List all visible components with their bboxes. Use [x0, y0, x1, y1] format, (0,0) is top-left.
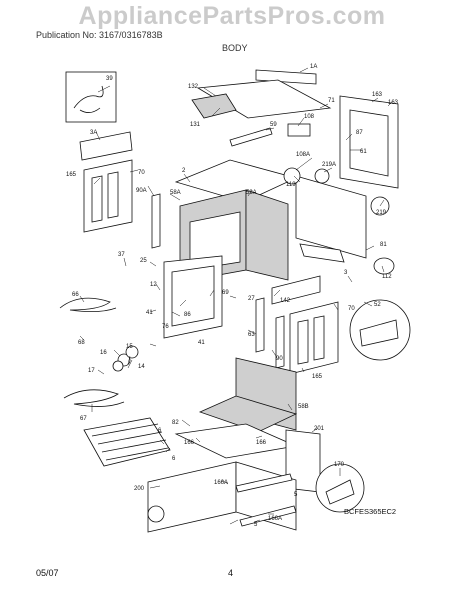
part-3a-bracket: [79, 131, 133, 161]
callout-5-b: 5: [254, 522, 258, 528]
callout-61: 61: [360, 149, 367, 155]
detail-170-circle: [315, 463, 365, 513]
callout-81: 81: [380, 242, 387, 248]
callout-17: 17: [88, 368, 95, 374]
callout-3A: 3A: [90, 130, 97, 136]
callout-166-b: 166: [256, 440, 267, 446]
footer-date: 05/07: [36, 568, 59, 578]
callout-15: 15: [126, 344, 133, 350]
callout-165-bottom: 165: [312, 374, 323, 380]
part-76-frame: [163, 255, 223, 339]
callout-63: 63: [248, 332, 255, 338]
callout-119: 119: [286, 182, 296, 188]
callout-14: 14: [138, 364, 145, 370]
callout-67: 67: [80, 416, 87, 422]
part-166a-rail: [235, 473, 293, 493]
callout-39: 39: [106, 76, 113, 82]
part-108-switch: [287, 123, 311, 137]
callout-labels: 1A 132 71 163 163 39 87 131 59 108 3A 10…: [66, 64, 399, 528]
callout-112: 112: [382, 274, 392, 280]
callout-16: 16: [100, 350, 107, 356]
part-leveler: [147, 505, 165, 523]
part-112: [373, 257, 395, 275]
callout-87: 87: [356, 130, 363, 136]
part-131-plate: [191, 93, 237, 119]
callout-82: 82: [172, 420, 179, 426]
callout-131: 131: [190, 122, 201, 128]
callout-108: 108: [304, 114, 315, 120]
part-90a: [151, 193, 161, 249]
part-back-wall: [295, 175, 367, 259]
callout-132: 132: [188, 84, 199, 90]
part-59-strip: [229, 127, 273, 147]
callout-27: 27: [248, 296, 255, 302]
part-6-rack: [83, 417, 171, 467]
callout-70-left: 70: [138, 170, 145, 176]
callout-76: 76: [162, 324, 169, 330]
callout-37: 37: [118, 252, 125, 258]
callout-142: 142: [280, 298, 291, 304]
part-219a: [314, 168, 330, 184]
part-163-panel: [339, 95, 399, 189]
callout-219: 219: [376, 210, 387, 216]
footer-page: 4: [228, 568, 234, 578]
callout-163-a: 163: [372, 92, 383, 98]
callout-41-bottom: 41: [198, 340, 205, 346]
callout-201: 201: [314, 426, 325, 432]
callout-86: 86: [184, 312, 191, 318]
callout-58A: 58A: [170, 190, 181, 196]
section-title: BODY: [222, 43, 248, 53]
diagram-code: BCFES365EC2: [344, 507, 396, 516]
part-80: [299, 243, 345, 263]
publication-number: Publication No: 3167/0316783B: [36, 30, 163, 40]
part-119: [283, 167, 301, 185]
part-14: [112, 360, 124, 372]
callout-68: 68: [78, 340, 85, 346]
callout-25: 25: [140, 258, 147, 264]
callout-166A-b: 166A: [268, 516, 282, 522]
part-200-drawer: [147, 461, 237, 533]
callout-66: 66: [72, 292, 79, 298]
part-15: [125, 345, 139, 359]
callout-5-a: 5: [294, 492, 298, 498]
callout-69: 69: [222, 290, 229, 296]
callout-52: 52: [374, 302, 381, 308]
callout-70-right: 70: [348, 306, 355, 312]
callout-6-bottom: 6: [172, 456, 176, 462]
callout-58B: 58B: [298, 404, 309, 410]
callout-1A: 1A: [310, 64, 317, 70]
part-63: [255, 297, 265, 353]
part-67-bake-element: [63, 389, 125, 407]
watermark: AppliancePartsPros.com: [78, 2, 386, 30]
part-39-cord: [73, 85, 104, 113]
callout-41-top: 41: [146, 310, 153, 316]
part-142: [271, 275, 321, 305]
callout-71: 71: [328, 98, 335, 104]
callout-90A: 90A: [136, 188, 147, 194]
callout-219A: 219A: [322, 162, 336, 168]
callout-163-b: 163: [388, 100, 399, 106]
part-90: [275, 315, 285, 369]
callout-108A: 108A: [296, 152, 310, 158]
callout-59: 59: [270, 122, 277, 128]
callout-2: 2: [182, 168, 186, 174]
callout-200: 200: [134, 486, 145, 492]
callout-170: 170: [334, 462, 345, 468]
callout-12: 12: [150, 282, 157, 288]
callout-166A-a: 166A: [214, 480, 228, 486]
callout-166-a: 166: [184, 440, 195, 446]
callout-6-top: 6: [158, 428, 162, 434]
callout-165-top: 165: [66, 172, 77, 178]
part-66-broil-element: [59, 297, 117, 312]
part-39-cord-box: [65, 71, 117, 123]
detail-52-circle: [349, 299, 411, 361]
callout-3: 3: [344, 270, 348, 276]
callout-90: 90: [276, 356, 283, 362]
callout-59A: 59A: [246, 190, 257, 196]
